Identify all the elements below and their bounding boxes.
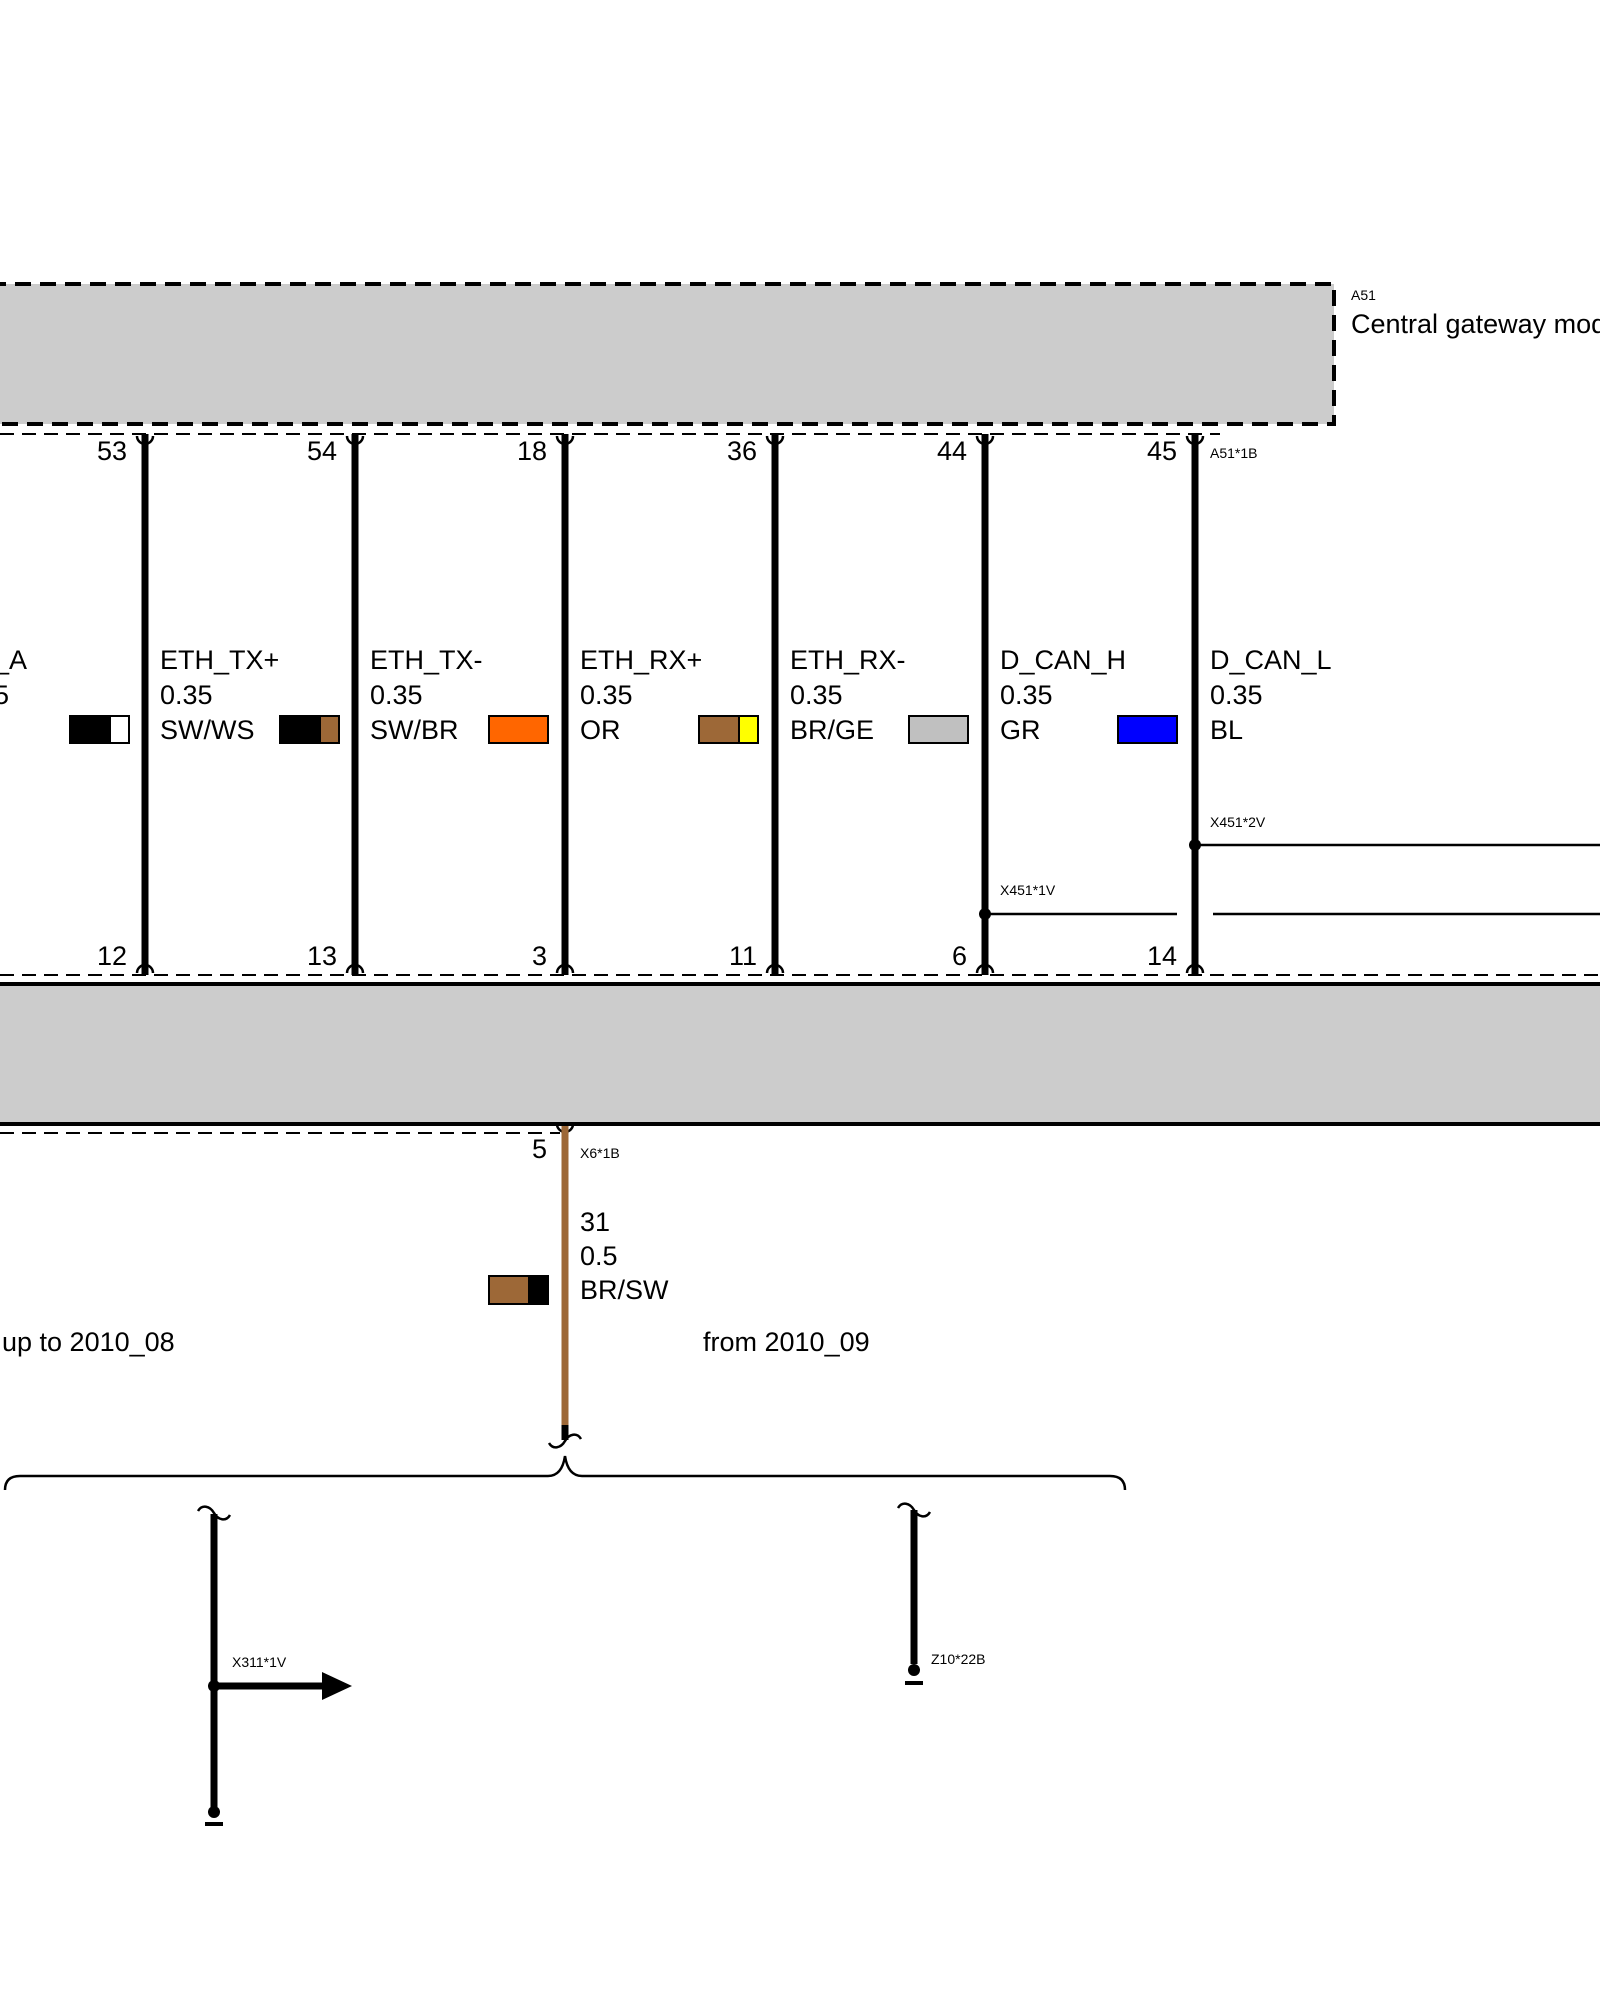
top-pin-number: 54 [307,436,337,466]
bottom-pin-number: 14 [1147,941,1177,971]
module-id: A51 [1351,287,1376,303]
splice-label: X451*1V [1000,882,1056,898]
partial-wire-name: _A [0,645,27,675]
partial-wire-color-swatch [69,715,130,744]
ground-pin-number: 5 [532,1134,547,1164]
wire-color-swatch [488,715,549,744]
wire-d-can-l: 45 14 D_CAN_L 0.35 BL X451*2V [1147,434,1600,975]
wire-break-symbol [196,1505,232,1521]
central-gateway-module: A51 Central gateway mod A51*1B [0,282,1600,461]
bottom-pin-terminal [975,963,995,974]
top-pin-terminal [135,435,155,446]
variant-right-connector: Z10*22B [931,1651,985,1667]
top-pin-number: 45 [1147,436,1177,466]
ground-color-swatch [488,1275,549,1305]
ground-wire: 5 X6*1B 31 0.5 BR/SW [488,1123,669,1449]
wire-size-label: 0.35 [370,680,423,710]
bottom-pin-number: 6 [952,941,967,971]
wire-color-swatch [698,715,759,744]
module-connector-id: A51*1B [1210,445,1257,461]
module-name: Central gateway mod [1351,309,1600,339]
wire-size-label: 0.35 [580,680,633,710]
variant-brace-curve [3,1455,1127,1491]
wire-size-label: 0.35 [790,680,843,710]
top-pin-terminal [975,435,995,446]
ground-color-code-label: BR/SW [580,1275,669,1305]
wire-eth-tx-plus: 53 12 ETH_TX+ 0.35 SW/WS [97,434,340,975]
wire-color-code-label: OR [580,715,621,745]
top-pin-number: 53 [97,436,127,466]
splice-label: X451*2V [1210,814,1266,830]
wire-signal-label: ETH_RX- [790,645,906,675]
variant-left-label: up to 2010_08 [2,1327,175,1357]
bottom-pin-number: 12 [97,941,127,971]
wire-size-label: 0.35 [160,680,213,710]
top-pin-terminal [1185,435,1205,446]
top-pin-number: 18 [517,436,547,466]
ground-terminal-dot [208,1806,220,1818]
bottom-pin-number: 13 [307,941,337,971]
wire-signal-label: D_CAN_H [1000,645,1126,675]
top-pin-number: 44 [937,436,967,466]
arrow-right-icon [322,1672,352,1700]
top-pin-terminal [555,435,575,446]
wire-color-code-label: BR/GE [790,715,874,745]
wire-color-code-label: BL [1210,715,1243,745]
ground-connector-id: X6*1B [580,1145,620,1161]
ground-size-label: 0.5 [580,1241,618,1271]
ground-terminal-dot [908,1664,920,1676]
ground-wire-break-symbol [547,1433,583,1449]
wire-signal-label: ETH_TX- [370,645,483,675]
bottom-pin-terminal [345,963,365,974]
wire-size-label: 0.35 [1000,680,1053,710]
wire-signal-label: D_CAN_L [1210,645,1332,675]
partial-wire: _A 5 [0,645,130,744]
wire-color-code-label: SW/WS [160,715,255,745]
bottom-pin-terminal [135,963,155,974]
wire-eth-tx-minus: 54 13 ETH_TX- 0.35 SW/BR [307,434,549,975]
wire-eth-rx-plus: 18 3 ETH_RX+ 0.35 OR [517,434,759,975]
ground-signal-label: 31 [580,1207,610,1237]
lower-module [0,974,1600,1134]
wire-color-swatch [1117,715,1178,744]
bottom-pin-terminal [555,963,575,974]
wire-size-label: 0.35 [1210,680,1263,710]
bottom-pin-terminal [1185,963,1205,974]
wire-color-swatch [279,715,340,744]
top-pin-terminal [345,435,365,446]
wire-d-can-h: 44 6 D_CAN_H 0.35 GR X451*1V [937,434,1600,975]
top-pin-number: 36 [727,436,757,466]
variant-left-wire: X311*1V [196,1505,352,1826]
wire-color-swatch [908,715,969,744]
top-pin-terminal [765,435,785,446]
variant-left-connector: X311*1V [232,1654,287,1670]
variant-right-label: from 2010_09 [703,1327,870,1357]
wire-color-code-label: SW/BR [370,715,459,745]
wire-color-code-label: GR [1000,715,1041,745]
variant-right-wire: Z10*22B [896,1502,985,1685]
bottom-pin-terminal [765,963,785,974]
bottom-pin-number: 11 [729,941,757,971]
partial-wire-size: 5 [0,680,9,710]
wire-eth-rx-minus: 36 11 ETH_RX- 0.35 BR/GE [727,434,969,975]
variant-brace: up to 2010_08 from 2010_09 [2,1327,1127,1491]
wire-signal-label: ETH_RX+ [580,645,702,675]
bottom-pin-number: 3 [532,941,547,971]
central-gateway-module-body [0,282,1336,426]
wire-signal-label: ETH_TX+ [160,645,279,675]
lower-module-body [0,982,1600,1126]
